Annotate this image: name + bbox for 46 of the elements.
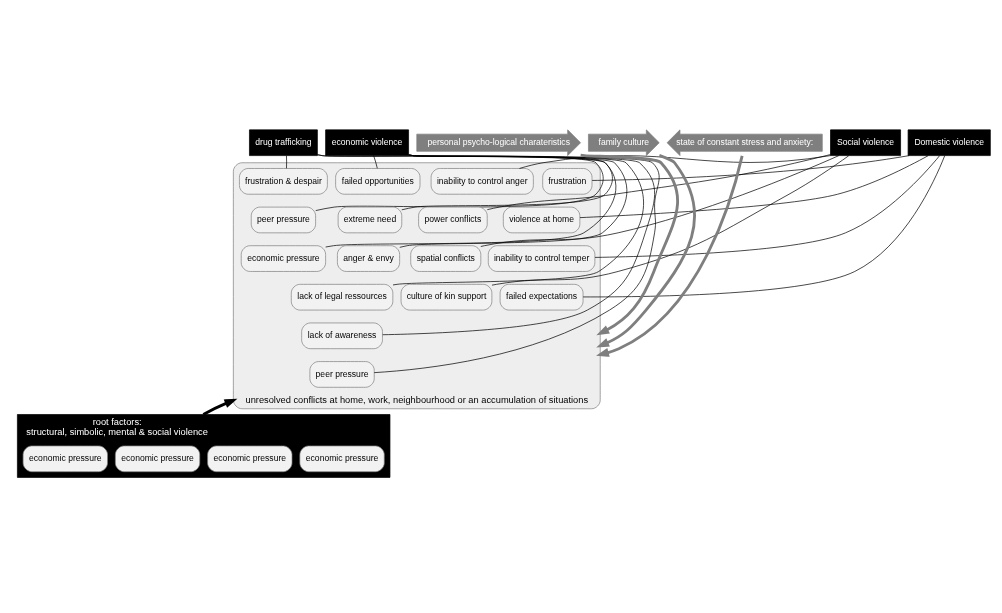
connector [392,154,644,286]
connector [491,155,850,286]
connector [373,154,660,373]
node-box: peer pressure [250,206,316,234]
node-box: power conflicts [418,206,488,234]
connector [401,154,613,211]
node-box: economic pressure [115,445,201,473]
node-box: frustration & despair [239,168,328,195]
connector [579,155,929,218]
node-box: lack of awareness [301,322,383,350]
node-box: Domestic violence [907,129,991,156]
node-box: economic pressure [207,445,293,473]
arrow [596,154,696,348]
node-box: inability to control anger [430,168,534,195]
node-box: failed expectations [499,283,584,311]
node-box: economic violence [325,129,409,156]
connector [591,155,910,181]
connector [519,155,832,169]
connector [480,155,840,247]
connector [582,155,946,298]
node-box: culture of kin support [400,283,493,311]
node-box: spatial conflicts [410,245,482,272]
node-box: anger & envy [337,245,400,272]
connector [382,154,655,336]
connector [594,155,940,258]
node-box: economic pressure [22,445,108,473]
node-box: Social violence [830,129,901,156]
node-box: violence at home [502,206,581,234]
connector [286,155,287,169]
node-box: frustration [542,168,593,195]
node-box: inability to control temper [487,245,596,272]
node-box: economic pressure [240,245,326,272]
connector [315,154,604,211]
arrow [596,155,744,357]
connector [373,155,378,169]
connector [399,154,628,248]
node-box: economic pressure [299,445,385,473]
arrow [580,153,679,336]
node-box: failed opportunities [335,168,421,195]
connector [317,154,617,248]
node-box: extreme need [337,206,403,234]
node-box: peer pressure [309,361,375,388]
arrow [202,398,238,416]
node-box: drug trafficking [249,129,318,156]
node-box: lack of legal ressources [290,283,394,311]
connector [486,154,831,210]
